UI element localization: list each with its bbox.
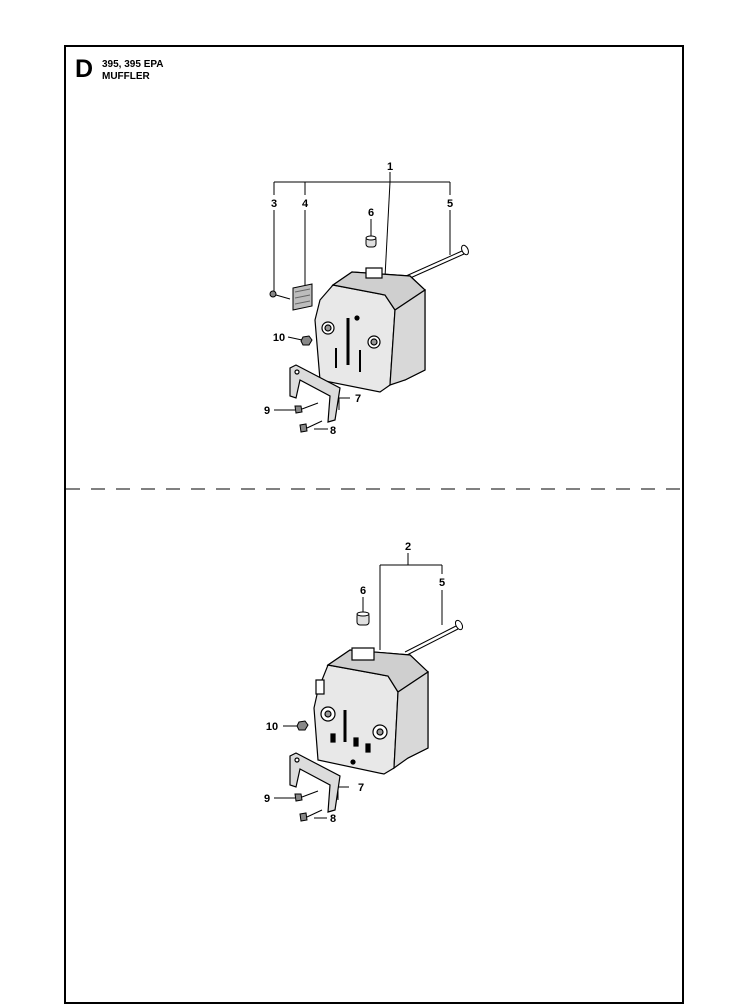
part-label-6: 6 bbox=[368, 207, 374, 219]
top-screw-9 bbox=[294, 402, 319, 414]
top-screw-8 bbox=[299, 420, 323, 433]
part-label-7: 7 bbox=[355, 393, 361, 405]
part-label-8: 8 bbox=[330, 425, 336, 437]
bottom-bracket bbox=[289, 752, 341, 813]
part-label-2: 2 bbox=[405, 541, 411, 553]
bottom-leader-lines bbox=[274, 553, 443, 819]
bottom-long-bolt bbox=[404, 619, 464, 656]
model-name: 395, 395 EPA bbox=[102, 59, 164, 70]
top-cap bbox=[365, 235, 377, 248]
top-screw bbox=[269, 290, 291, 300]
bottom-screw-8 bbox=[299, 809, 323, 822]
part-label-5: 5 bbox=[447, 198, 453, 210]
part-label-6: 6 bbox=[360, 585, 366, 597]
part-label-5: 5 bbox=[439, 577, 445, 589]
bottom-muffler-body bbox=[313, 647, 429, 775]
top-leader-lines bbox=[273, 172, 451, 430]
bottom-cap bbox=[356, 611, 370, 626]
top-long-bolt bbox=[405, 244, 469, 280]
page-frame bbox=[64, 45, 684, 1004]
part-label-9: 9 bbox=[264, 793, 270, 805]
part-label-3: 3 bbox=[271, 198, 277, 210]
part-label-10: 10 bbox=[273, 332, 285, 344]
top-bracket bbox=[289, 364, 341, 423]
part-label-9: 9 bbox=[264, 405, 270, 417]
top-assembly: 1 3 4 5 6 10 9 7 8 bbox=[264, 161, 469, 437]
section-letter: D bbox=[75, 55, 94, 83]
part-label-4: 4 bbox=[302, 198, 309, 210]
bottom-nut bbox=[296, 720, 309, 731]
top-nut bbox=[300, 335, 313, 346]
bottom-screw-9 bbox=[294, 790, 319, 802]
top-spark-screen bbox=[292, 283, 313, 311]
part-label-1: 1 bbox=[387, 161, 393, 173]
bottom-assembly: 2 5 6 10 9 7 8 bbox=[264, 541, 464, 825]
part-label-7: 7 bbox=[358, 782, 364, 794]
part-label-8: 8 bbox=[330, 813, 336, 825]
page-title: MUFFLER bbox=[102, 71, 150, 82]
part-label-10: 10 bbox=[266, 721, 278, 733]
top-muffler-body bbox=[314, 267, 426, 393]
